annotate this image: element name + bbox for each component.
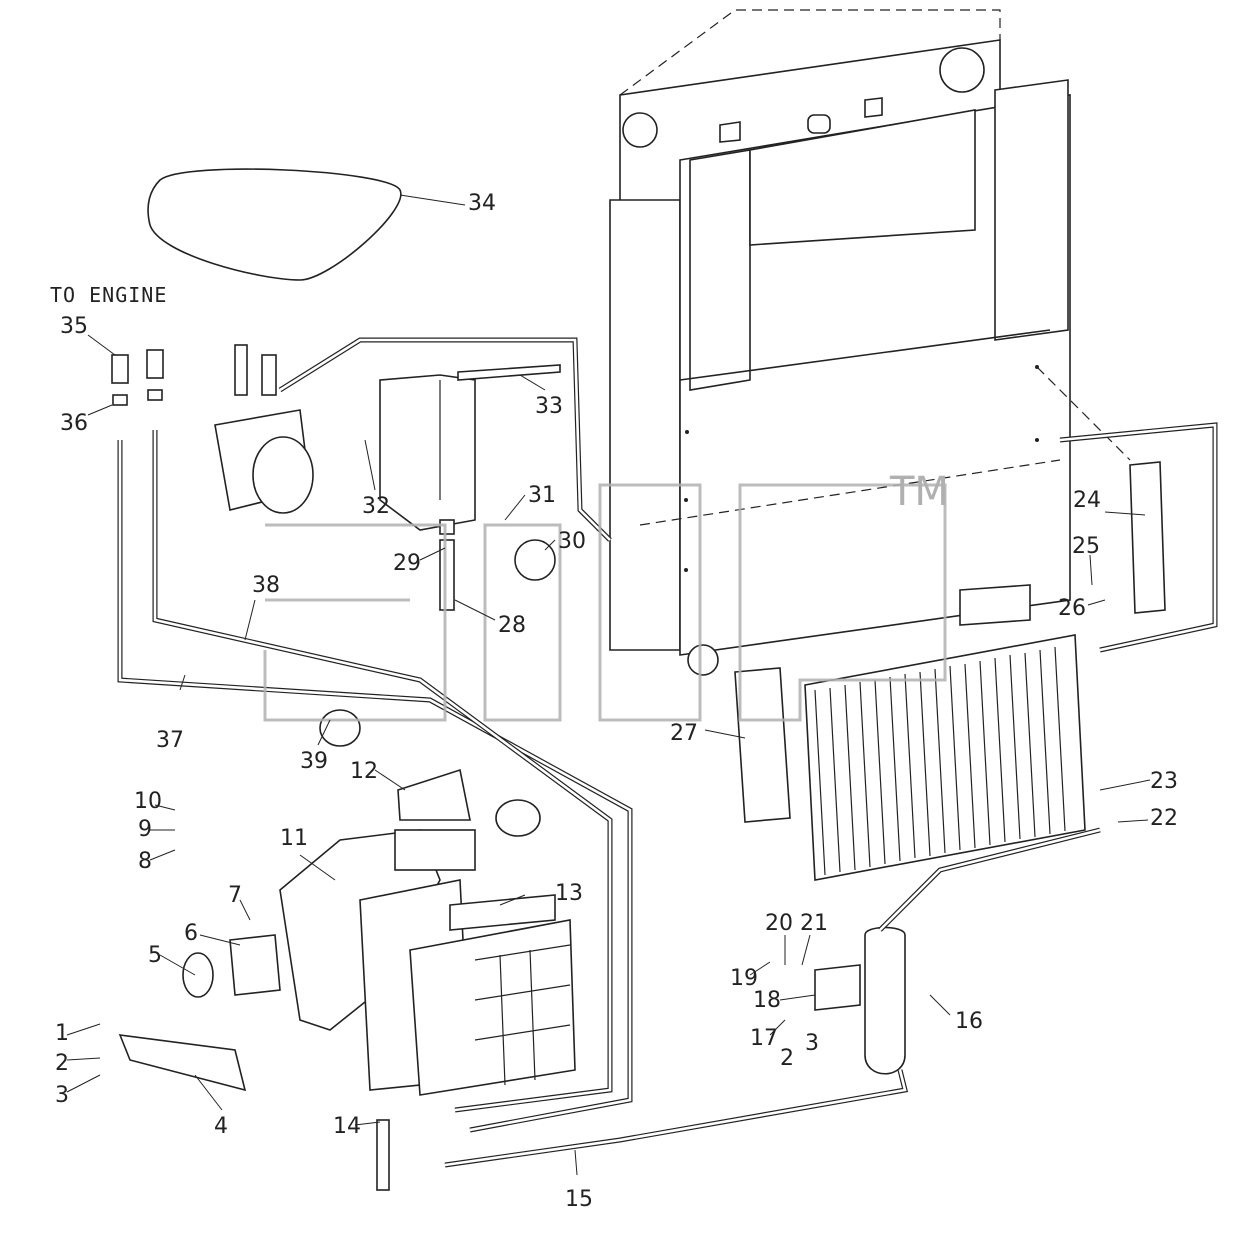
- callout-37: 37: [156, 728, 184, 753]
- callout-33: 33: [535, 394, 563, 419]
- callout-27: 27: [670, 721, 698, 746]
- callout-26: 26: [1058, 596, 1086, 621]
- callout-20: 20: [765, 911, 793, 936]
- drive-belt: [147, 168, 402, 281]
- callout-31: 31: [528, 483, 556, 508]
- refrigerant-hoses: [111, 337, 1218, 1191]
- radiator-assembly: [609, 9, 1131, 676]
- callout-labels: 1 2 3 4 5 6 7 8 9 10 11 12 13 14 15 16 1…: [50, 191, 1178, 1212]
- compressor: [214, 344, 314, 514]
- callout-12: 12: [350, 759, 378, 784]
- callout-17: 17: [750, 1026, 778, 1051]
- callout-15: 15: [565, 1187, 593, 1212]
- callout-23: 23: [1150, 769, 1178, 794]
- callout-14: 14: [333, 1114, 361, 1139]
- callout-3: 3: [55, 1083, 69, 1108]
- callout-25: 25: [1072, 534, 1100, 559]
- callout-24: 24: [1073, 488, 1101, 513]
- compressor-bracket: [379, 364, 561, 611]
- callout-9: 9: [138, 817, 152, 842]
- receiver-drier: [814, 926, 906, 1075]
- callout-18: 18: [753, 988, 781, 1013]
- callout-3-drier: 3: [805, 1031, 819, 1056]
- callout-28: 28: [498, 613, 526, 638]
- leader-lines: [66, 194, 1151, 1176]
- callout-1: 1: [55, 1021, 69, 1046]
- callout-10: 10: [134, 789, 162, 814]
- callout-19: 19: [730, 966, 758, 991]
- watermark-tm: TM: [889, 469, 949, 515]
- callout-35: 35: [60, 314, 88, 339]
- callout-6: 6: [184, 921, 198, 946]
- callout-11: 11: [280, 826, 308, 851]
- callout-36: 36: [60, 411, 88, 436]
- hvac-unit: [118, 709, 576, 1096]
- callout-30: 30: [558, 529, 586, 554]
- callout-29: 29: [393, 551, 421, 576]
- callout-16: 16: [955, 1009, 983, 1034]
- callout-4: 4: [214, 1114, 228, 1139]
- watermark-logo: TM: [263, 469, 949, 722]
- callout-7: 7: [228, 883, 242, 908]
- callout-13: 13: [555, 881, 583, 906]
- callout-2-drier: 2: [780, 1046, 794, 1071]
- callout-39: 39: [300, 749, 328, 774]
- callout-32: 32: [362, 494, 390, 519]
- callout-34: 34: [468, 191, 496, 216]
- condenser: [734, 461, 1166, 881]
- callout-8: 8: [138, 849, 152, 874]
- callout-2: 2: [55, 1051, 69, 1076]
- to-engine-caption: TO ENGINE: [50, 283, 167, 307]
- callout-21: 21: [800, 911, 828, 936]
- callout-38: 38: [252, 573, 280, 598]
- callout-5: 5: [148, 943, 162, 968]
- callout-22: 22: [1150, 806, 1178, 831]
